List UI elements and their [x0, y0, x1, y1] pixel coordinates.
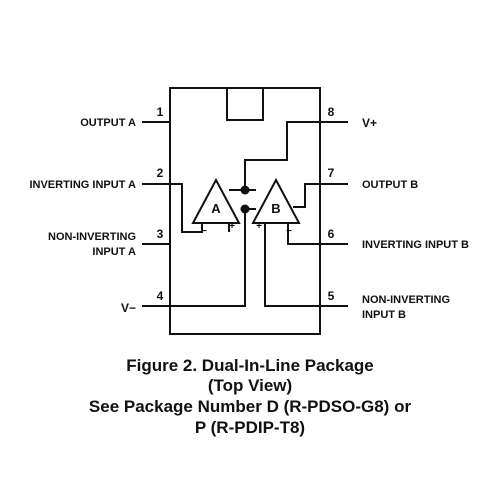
pin-7-label: OUTPUT B: [362, 179, 418, 191]
pin-5-label-line2: INPUT B: [362, 309, 406, 321]
pin-8-number: 8: [328, 105, 335, 119]
pin-2-number: 2: [157, 166, 164, 180]
wire-inv-input-b: [287, 223, 320, 245]
wire-inv-input-a: [170, 183, 203, 233]
figure-caption-line-2: (Top View): [207, 376, 293, 395]
junction-dot-top: [240, 185, 250, 195]
pin-1-label: OUTPUT A: [80, 117, 136, 129]
pin-8-label: V+: [362, 116, 377, 130]
pin-6-label: INVERTING INPUT B: [362, 239, 469, 251]
pin-5-label-line1: NON-INVERTING: [362, 294, 450, 306]
package-notch: [226, 88, 264, 121]
pin-4-label: V−: [121, 301, 136, 315]
pin-2-label: INVERTING INPUT A: [29, 179, 136, 191]
op-amp-b-plus: +: [256, 221, 262, 232]
op-amp-a: [191, 177, 241, 224]
op-amp-b: [251, 177, 301, 224]
op-amp-a-minus: −: [201, 226, 207, 237]
op-amp-b-label: B: [271, 201, 280, 216]
figure-caption-line-3: See Package Number D (R-PDSO-G8) or: [88, 397, 412, 416]
pin-3-label-line1: NON-INVERTING: [48, 231, 136, 243]
wire-output-b: [293, 183, 320, 208]
op-amp-a-label: A: [211, 201, 221, 216]
package-body: [169, 87, 321, 335]
pin-6-number: 6: [328, 227, 335, 241]
pinout-diagram: A − + B + − 1 2 3 4 8 7 6 5 OUTPUT A INV…: [29, 87, 469, 335]
pin-5-number: 5: [328, 289, 335, 303]
figure-caption-line-1: Figure 2. Dual-In-Line Package: [126, 356, 374, 375]
junction-dot-bottom: [240, 204, 250, 214]
pin-3-number: 3: [157, 227, 164, 241]
wire-noninv-input-b: [264, 223, 320, 307]
op-amp-a-plus: +: [229, 221, 235, 232]
pin-7-number: 7: [328, 166, 335, 180]
pin-4-number: 4: [157, 289, 164, 303]
wire-vminus: [170, 208, 256, 307]
wire-vplus: [244, 121, 320, 188]
pin-3-label-line2: INPUT A: [92, 246, 136, 258]
pin-1-number: 1: [157, 105, 164, 119]
figure-caption-line-4: P (R-PDIP-T8): [194, 418, 306, 437]
op-amp-b-minus: −: [286, 226, 292, 237]
